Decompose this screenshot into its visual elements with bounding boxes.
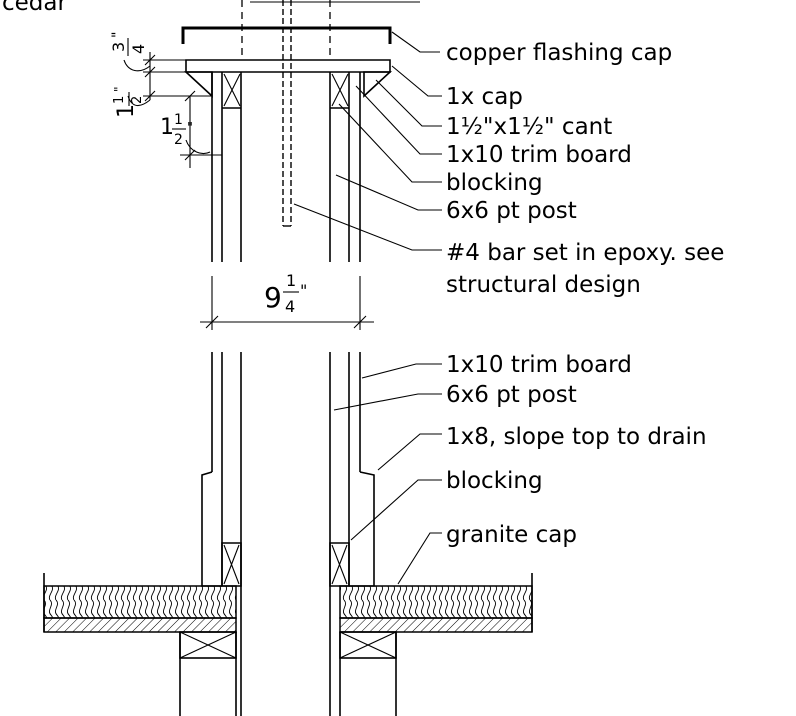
callout-trim-board-bottom: 1x10 trim board [446, 352, 632, 378]
width-dim-whole: 9 [264, 281, 282, 314]
framing-below [179, 631, 397, 716]
cant-right [363, 71, 393, 98]
upper-post-walls [211, 72, 361, 262]
1x-cap-shape [185, 59, 391, 73]
1x8-board-right [349, 471, 375, 587]
svg-text:1: 1 [174, 112, 183, 128]
callout-trim-board-top: 1x10 trim board [446, 142, 632, 168]
svg-text:4: 4 [129, 44, 148, 54]
width-dim-den: 4 [285, 297, 295, 316]
svg-text:": " [187, 121, 193, 136]
callout-pt-post-bottom: 6x6 pt post [446, 382, 577, 408]
lower-post-walls [211, 352, 361, 716]
callout-cant: 1½"x1½" cant [446, 114, 612, 140]
svg-text:1: 1 [112, 96, 127, 104]
svg-text:": " [110, 32, 126, 38]
svg-text:1: 1 [160, 115, 174, 140]
width-dimension [200, 276, 374, 330]
svg-text:2: 2 [174, 132, 183, 148]
blocking-lower [221, 542, 350, 587]
leader-lines [293, 31, 442, 585]
callout-granite-cap: granite cap [446, 522, 577, 548]
trim-dim: 1 1 2 " [160, 112, 193, 148]
callout-slope-top: 1x8, slope top to drain [446, 424, 707, 450]
cant-dim: 1 1 2 " [112, 86, 145, 118]
cant-left [183, 71, 213, 98]
width-dim-num: 1 [286, 271, 296, 290]
rebar-4-bar [282, 0, 292, 227]
width-dim-unit: " [300, 281, 307, 300]
1x8-board-left [201, 471, 222, 587]
svg-text:3: 3 [109, 42, 128, 52]
callout-pt-post-top: 6x6 pt post [446, 198, 577, 224]
callout-1x-cap: 1x cap [446, 84, 523, 110]
callout-blocking-bottom: blocking [446, 468, 543, 494]
svg-text:2: 2 [130, 96, 145, 104]
callout-copper-flashing-cap: copper flashing cap [446, 40, 672, 66]
granite-cap-deck [43, 573, 533, 633]
callout-blocking-top: blocking [446, 170, 543, 196]
callout-bar-line2: structural design [446, 272, 641, 298]
vertical-dimensions [123, 52, 222, 168]
cap-thickness-dim: 3 4 " [109, 32, 148, 56]
copper-flashing-cap-shape [181, 26, 392, 44]
callout-bar-line1: #4 bar set in epoxy. see [446, 240, 724, 266]
svg-text:": " [112, 86, 126, 92]
cedar-label: cedar [2, 0, 67, 16]
svg-text:1: 1 [114, 104, 139, 118]
